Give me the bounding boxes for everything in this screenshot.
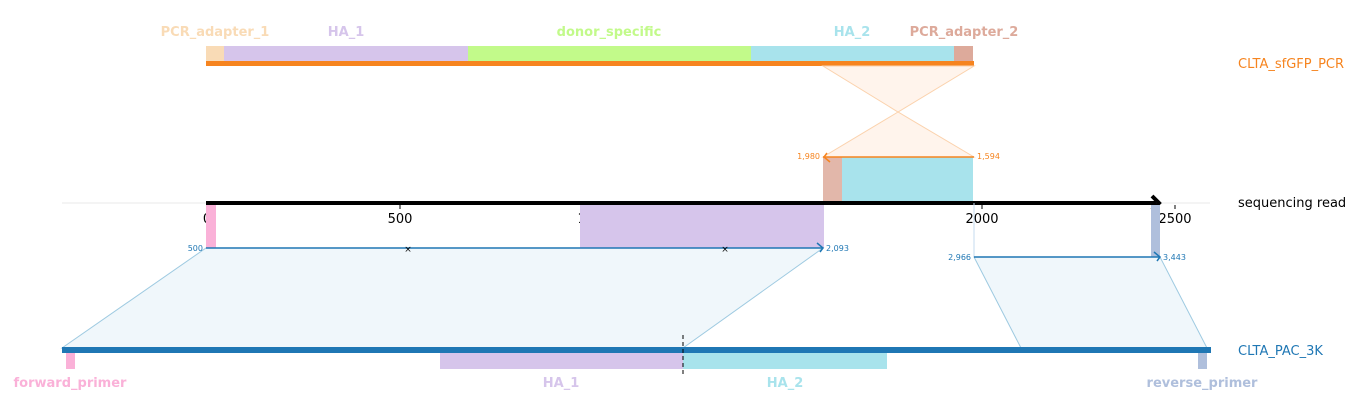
top-reference-name: CLTA_sfGFP_PCR <box>1238 57 1344 72</box>
top-alignment-start-label: 1,980 <box>797 152 820 161</box>
bottom-alignments: × × 500 2,093 2,966 3,443 <box>60 203 1208 349</box>
mismatch-mark: × <box>721 245 729 255</box>
top-alignment-arrowhead <box>822 152 831 163</box>
feature-block-pcr-adapter-1 <box>206 46 224 63</box>
feature-label-ha-1: HA_1 <box>328 25 365 40</box>
feature-block-ha-2 <box>683 352 887 369</box>
feature-label-ha-2: HA_2 <box>834 25 871 40</box>
top-reference-bar <box>206 61 974 66</box>
read-name: sequencing read <box>1238 196 1346 211</box>
tick-label: 2000 <box>965 212 998 227</box>
feature-block-ha-2 <box>751 46 954 63</box>
feature-block-ha-1 <box>224 46 468 63</box>
feature-label-pcr-adapter-2: PCR_adapter_2 <box>910 25 1019 40</box>
feature-label-pcr-adapter-1: PCR_adapter_1 <box>161 25 270 40</box>
bottom-alignment-2-end-label: 3,443 <box>1163 253 1186 262</box>
bottom-reference-bar <box>62 347 1211 353</box>
tick-label: 500 <box>388 212 413 227</box>
read-features <box>206 205 1160 257</box>
top-alignment-fill-lower <box>821 111 976 158</box>
read-feature-ha-1 <box>580 205 824 248</box>
bottom-alignment-2-fill <box>973 256 1208 349</box>
bottom-alignment-2-arrowhead <box>1153 251 1162 262</box>
read-feature-forward-primer <box>206 205 216 248</box>
feature-label-ha-1: HA_1 <box>543 376 580 391</box>
feature-label-donor-specific: donor_specific <box>557 25 662 40</box>
bottom-reference-track: forward_primer HA_1 HA_2 reverse_primer … <box>14 335 1323 391</box>
feature-label-ha-2: HA_2 <box>767 376 804 391</box>
top-alignment-end-label: 1,594 <box>977 152 1000 161</box>
tick-label: 2500 <box>1158 212 1191 227</box>
feature-block-donor-specific <box>468 46 751 63</box>
bottom-alignment-1-end-label: 2,093 <box>826 244 849 253</box>
bottom-alignment-1-start-label: 500 <box>188 244 203 253</box>
feature-block-forward-primer <box>66 352 75 369</box>
feature-label-forward-primer: forward_primer <box>14 376 128 391</box>
bottom-alignment-1-arrowhead <box>816 242 825 253</box>
top-alignment: 1,980 1,594 <box>797 65 1000 201</box>
bottom-alignment-1-fill <box>60 247 825 349</box>
feature-block-pcr-adapter-2 <box>954 46 973 63</box>
top-alignment-fill-upper <box>821 65 976 113</box>
top-reference-track: PCR_adapter_1 HA_1 donor_specific HA_2 P… <box>161 25 1344 72</box>
mismatch-mark: × <box>404 245 412 255</box>
bottom-reference-name: CLTA_PAC_3K <box>1238 344 1323 359</box>
feature-block-reverse-primer <box>1198 352 1207 369</box>
read-feature-reverse-primer <box>1151 205 1160 257</box>
read-feature-ha-2 <box>842 157 973 201</box>
bottom-alignment-2-start-label: 2,966 <box>948 253 971 262</box>
read-feature-pcr-adapter-2 <box>823 157 842 201</box>
feature-label-reverse-primer: reverse_primer <box>1147 376 1259 391</box>
feature-block-ha-1 <box>440 352 683 369</box>
